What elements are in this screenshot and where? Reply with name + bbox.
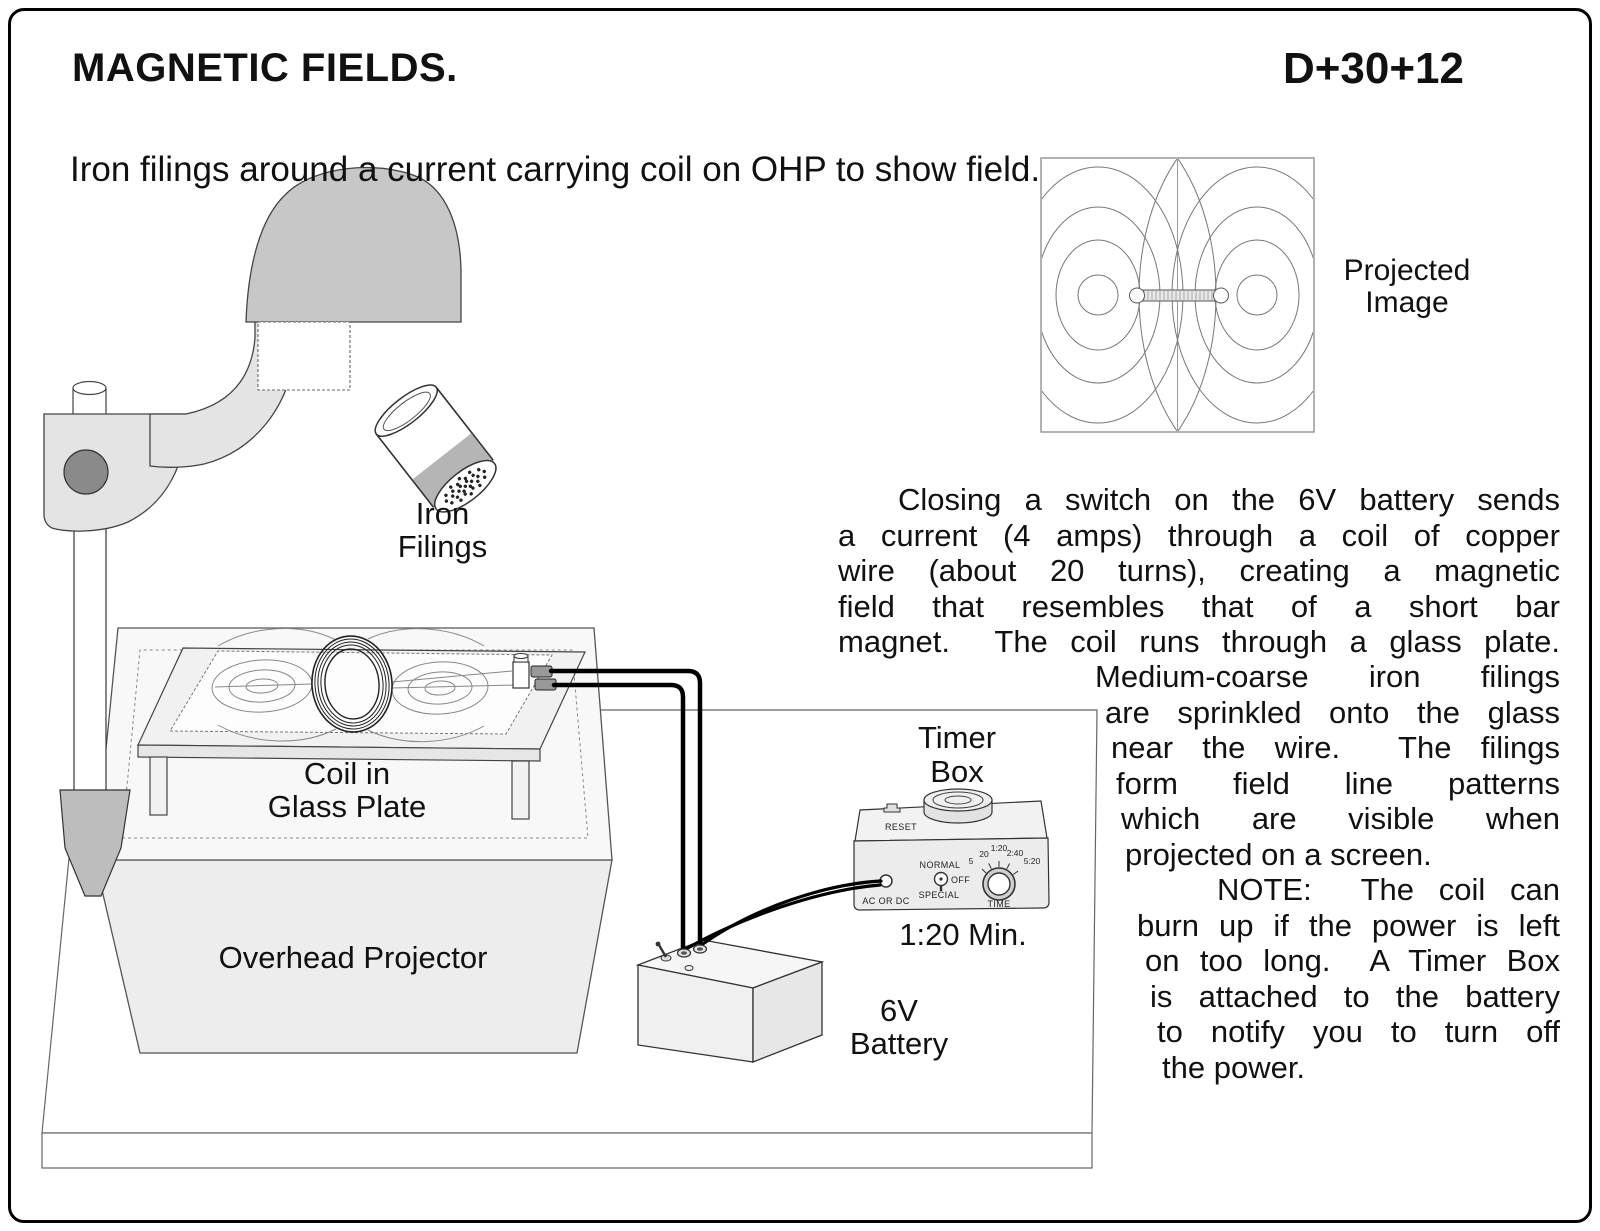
dial-tick-520: 5:20 (1024, 856, 1041, 866)
paragraph-1-line: magnet. The coil runs through a glass pl… (838, 624, 1560, 659)
paragraph-2-line: form field line patterns (1116, 765, 1560, 801)
projected-image-label: Projected Image (1322, 255, 1492, 319)
paragraph-3-line: the power. (1162, 1049, 1306, 1085)
projector-head-dome (245, 166, 462, 323)
field-lines-on-glass (211, 628, 517, 743)
battery-switch (655, 941, 672, 962)
timer-box-label: Timer Box (877, 721, 1037, 789)
paragraph-3-line: on too long. A Timer Box (1145, 943, 1560, 978)
dial-tick-20: 20 (979, 849, 989, 859)
dial-tick-120: 1:20 (991, 843, 1008, 853)
buzzer-bell (923, 788, 993, 824)
stand-leg-left (149, 756, 168, 816)
paragraph-2-line: near the wire. The filings (1111, 730, 1560, 765)
iron-filings-label-line2: Filings (397, 529, 488, 564)
timer-box-label-line2: Box (930, 754, 984, 789)
projected-coil-bar (1129, 287, 1229, 304)
reset-label: RESET (885, 822, 917, 832)
focus-knob (63, 449, 109, 495)
wires (548, 668, 883, 952)
catalog-code: D+30+12 (1282, 44, 1464, 93)
paragraph-3-line: is attached to the battery (1150, 978, 1560, 1014)
dial-tick-5: 5 (969, 856, 974, 866)
projected-image-label-line2: Image (1365, 286, 1449, 319)
paragraph-1-line: a current (4 amps) through a coil of cop… (838, 517, 1560, 553)
projected-image-label-line1: Projected (1343, 254, 1471, 287)
column-clamp (59, 789, 131, 897)
dial-tick-240: 2:40 (1007, 848, 1024, 858)
iron-filings-label: Iron Filings (380, 497, 505, 563)
paragraph-2-line: Medium-coarse iron filings (1095, 659, 1560, 694)
coil-wire-1 (548, 668, 703, 946)
page-border (8, 8, 1592, 1223)
paragraph-1-line: field that resembles that of a short bar (838, 588, 1560, 624)
paragraph-2-line: projected on a screen. (1125, 836, 1432, 872)
lens-housing (257, 321, 351, 391)
overhead-projector-label: Overhead Projector (218, 940, 488, 975)
paragraph-1-line: wire (about 20 turns), creating a magnet… (838, 553, 1560, 588)
binding-posts (512, 653, 557, 691)
paragraph-3-note: NOTE: The coil can burn up if the power … (1137, 872, 1560, 1085)
battery-label-line2: Battery (849, 1026, 949, 1061)
timer-box: RESET AC OR DC NORMAL OFF SPECIAL 5 20 1… (853, 788, 1050, 911)
timer-setting-label: 1:20 Min. (899, 917, 1027, 952)
normal-label: NORMAL (920, 860, 961, 870)
battery-terminals (676, 944, 708, 958)
paragraph-3-line: to notify you to turn off (1157, 1014, 1560, 1049)
paragraph-1-line: Closing a switch on the 6V battery sends (898, 482, 1560, 517)
reset-button: RESET (883, 803, 917, 832)
stand-leg-right (511, 760, 530, 820)
paragraph-3-line: NOTE: The coil can (1217, 872, 1560, 907)
paragraph-3-line: burn up if the power is left (1137, 907, 1560, 943)
time-dial: 5 20 1:20 2:40 5:20 TIME (969, 843, 1041, 909)
coil-label-line2: Glass Plate (267, 789, 427, 824)
coil-in-glass-plate-label: Coil in Glass Plate (247, 757, 447, 823)
projected-image-panel (1040, 157, 1315, 433)
paragraph-1: Closing a switch on the 6V battery sends… (838, 482, 1560, 660)
battery-label: 6V Battery (809, 994, 989, 1060)
page-subtitle: Iron filings around a current carrying c… (70, 150, 1041, 189)
timer-box-label-line1: Timer (917, 720, 997, 755)
iron-filings-shaker (374, 384, 497, 513)
page-title: MAGNETIC FIELDS. (72, 46, 458, 90)
time-label: TIME (987, 899, 1010, 909)
iron-filings-label-line1: Iron (415, 496, 470, 531)
paragraph-2-line: are sprinkled onto the glass (1105, 694, 1560, 730)
coil-wire-2 (551, 682, 686, 950)
glass-plate (169, 650, 553, 735)
battery-label-line1: 6V (880, 993, 918, 1028)
battery-6v (635, 939, 825, 1063)
projector-column (43, 166, 462, 897)
paragraph-2-line: which are visible when (1121, 801, 1560, 836)
ac-or-dc-label: AC OR DC (862, 896, 909, 906)
glass-plate-stand (137, 647, 586, 820)
coil-label-line1: Coil in (303, 756, 391, 791)
mode-toggle-switch: NORMAL OFF SPECIAL (919, 860, 970, 900)
coil (311, 635, 393, 733)
special-label: SPECIAL (919, 890, 960, 900)
off-label: OFF (951, 875, 970, 885)
timer-wire-2 (682, 883, 882, 952)
paragraph-2: Medium-coarse iron filings are sprinkled… (1095, 659, 1560, 872)
cap-holes (444, 467, 487, 505)
